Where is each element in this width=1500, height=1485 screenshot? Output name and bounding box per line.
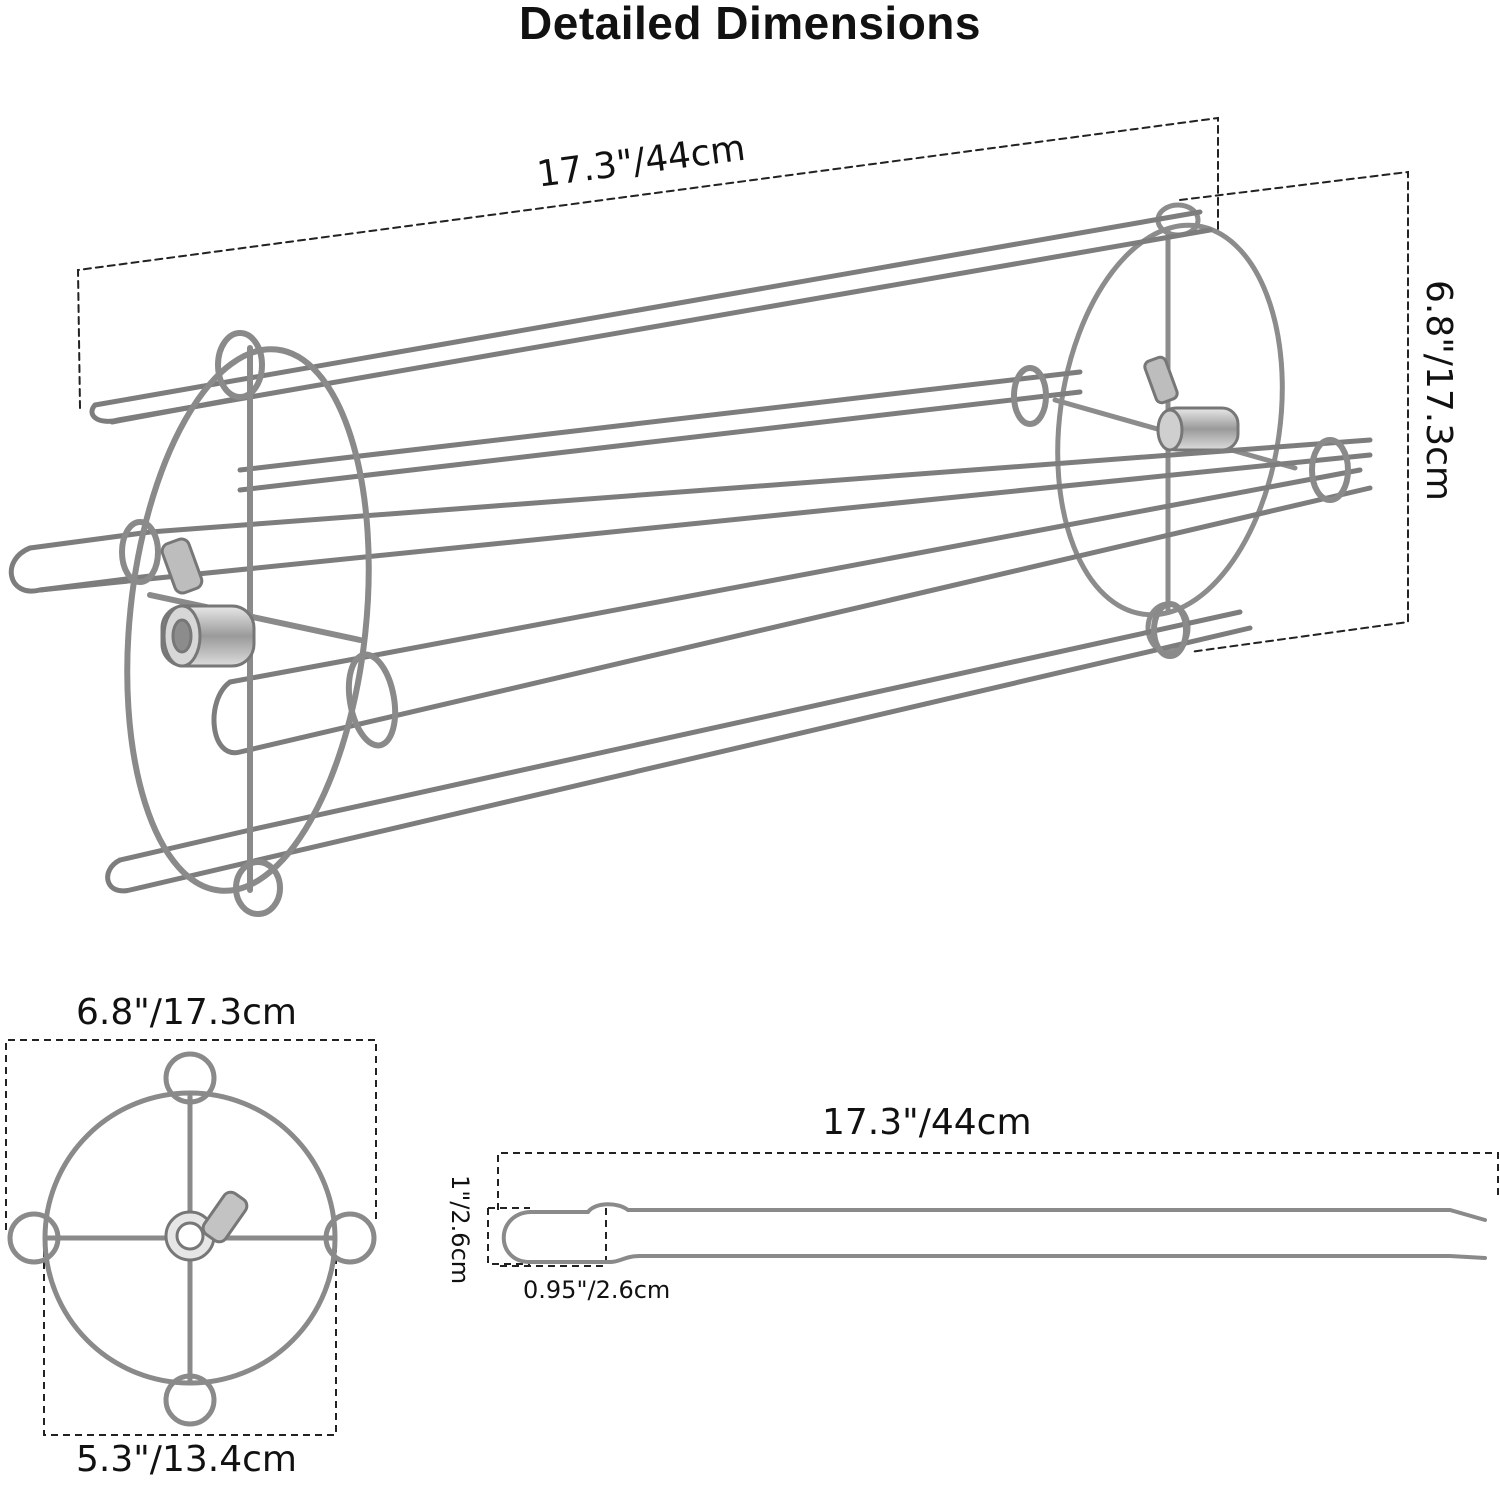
end-inner-width-label: 5.3"/13.4cm (76, 1439, 297, 1480)
near-hub (160, 537, 256, 668)
skewer-side-view (487, 1152, 1499, 1267)
loop-height-dimension-lines (487, 1207, 607, 1267)
skewer-length-label: 17.3"/44cm (822, 1102, 1032, 1143)
page-title: Detailed Dimensions (519, 0, 981, 49)
end-outer-width-label: 6.8"/17.3cm (76, 992, 297, 1033)
outer-width-dimension-lines (5, 1039, 377, 1230)
ring-end-view (5, 1039, 377, 1436)
skewer-rods (8, 209, 1373, 894)
far-hub (1143, 355, 1240, 452)
inner-width-dimension-lines (43, 1250, 337, 1436)
skewer-loop-width-label: 0.95"/2.6cm (523, 1276, 671, 1304)
skewer-length-dimension-lines (497, 1152, 1499, 1210)
diameter-dimension-lines (1179, 170, 1409, 653)
rotisserie-basket-isometric (8, 116, 1409, 917)
length-dimension-lines (76, 116, 1219, 409)
ring-hub (164, 1190, 249, 1262)
near-end-ring (119, 330, 1351, 917)
main-diameter-label: 6.8"/17.3cm (1418, 280, 1459, 501)
skewer-loop-height-label: 1"/2.6cm (446, 1175, 474, 1285)
